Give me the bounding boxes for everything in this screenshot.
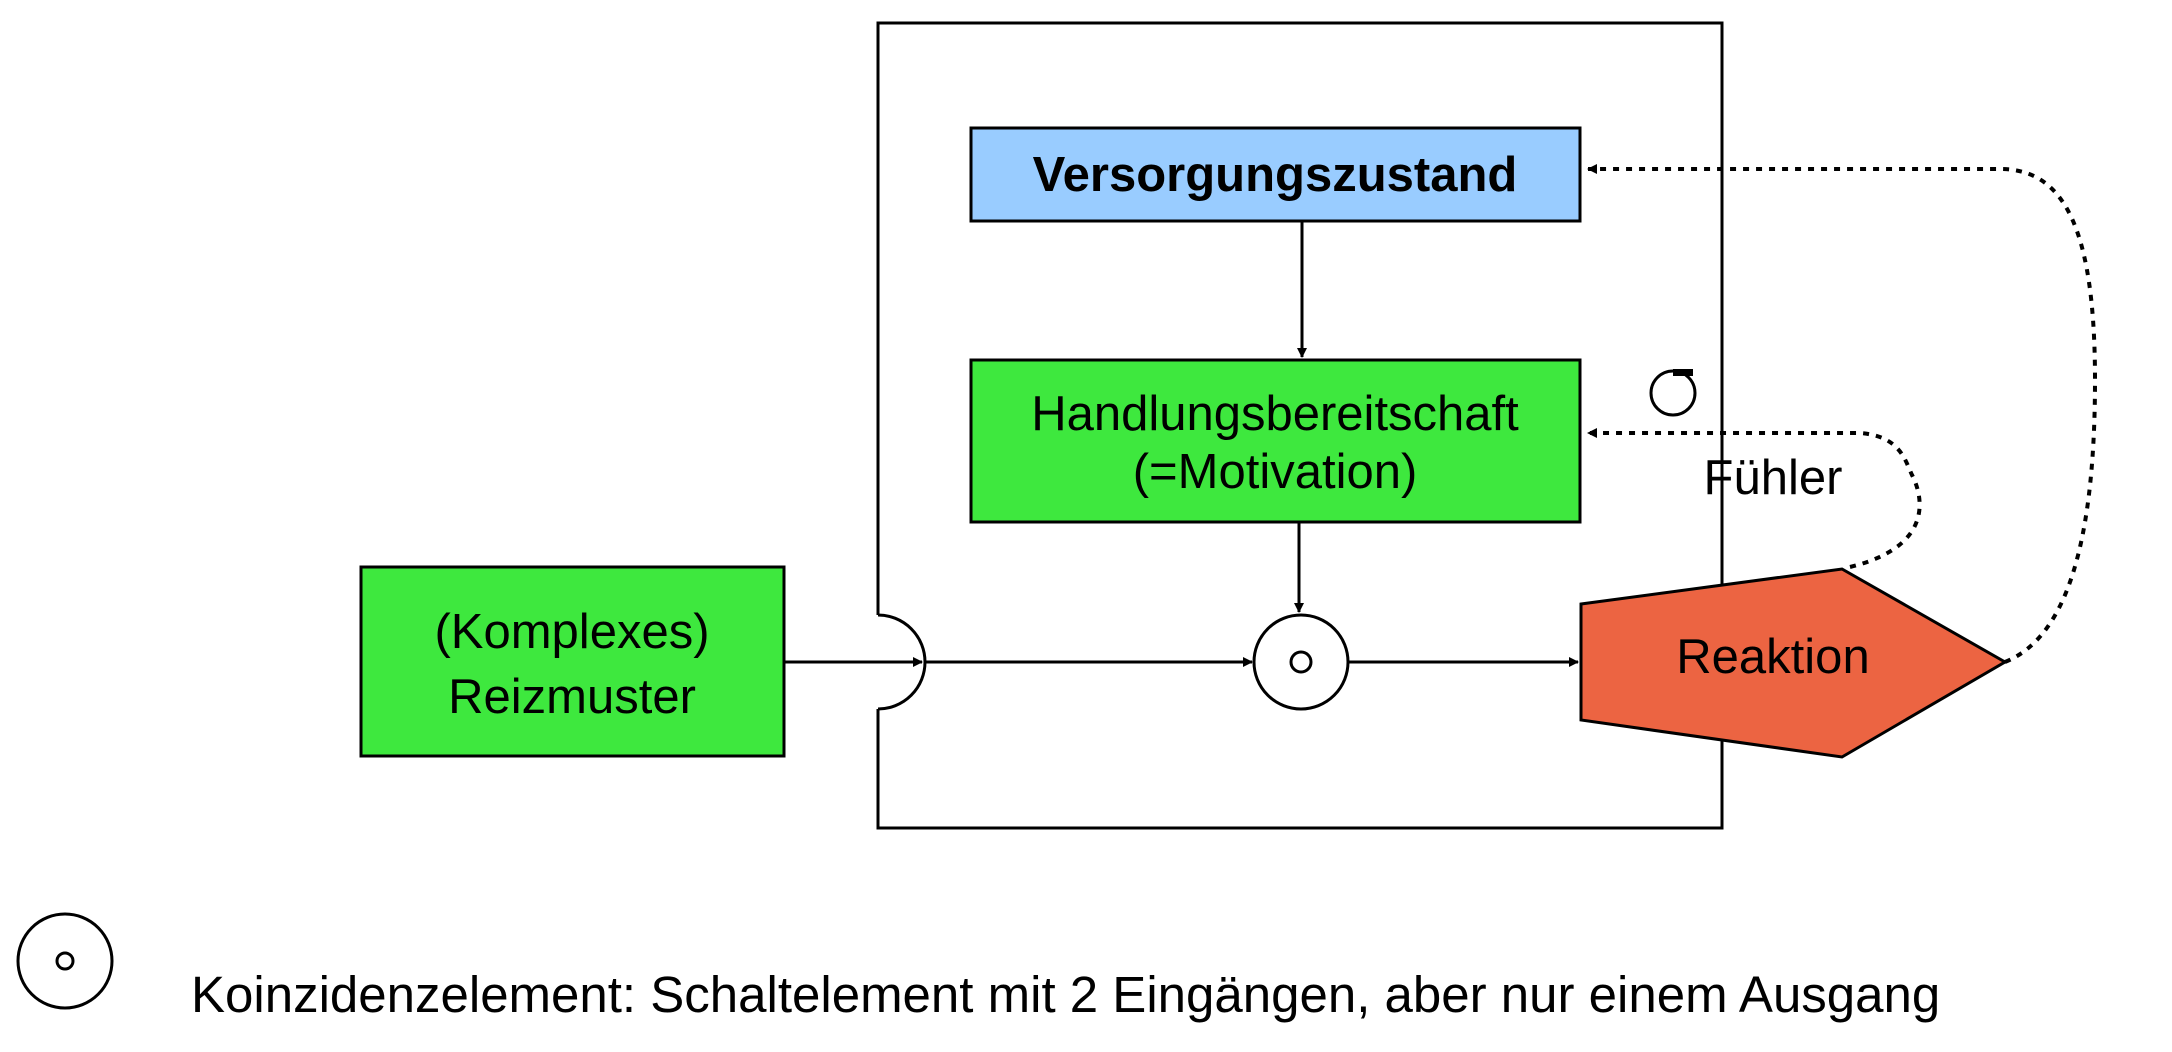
coincidence-element-dot [1289, 650, 1313, 674]
feedback-reaktion-to-versorgung [1587, 164, 2098, 664]
coincidence-element-icon [16, 912, 114, 1010]
reaktion-shape [1579, 567, 2009, 759]
reizmuster-label-line2: Reizmuster [448, 670, 696, 724]
sensor-icon [1649, 369, 1697, 417]
handlungsbereitschaft-label-line1: Handlungsbereitschaft [1031, 387, 1519, 441]
handlungsbereitschaft-box [969, 358, 1582, 524]
versorgungszustand-label: Versorgungszustand [1033, 148, 1518, 202]
fuehler-label: Fühler [1704, 451, 1843, 505]
feedback-fuehler-to-handlung [1587, 428, 1922, 569]
reaktion-label: Reaktion [1676, 630, 1869, 684]
reizmuster-box [359, 565, 786, 758]
organism-frame [876, 21, 1724, 830]
versorgungszustand-box [969, 126, 1582, 223]
reizmuster-label-line1: (Komplexes) [434, 605, 709, 659]
legend-text: Koinzidenzelement: Schaltelement mit 2 E… [191, 966, 1940, 1023]
handlungsbereitschaft-label-line2: (=Motivation) [1133, 445, 1418, 499]
